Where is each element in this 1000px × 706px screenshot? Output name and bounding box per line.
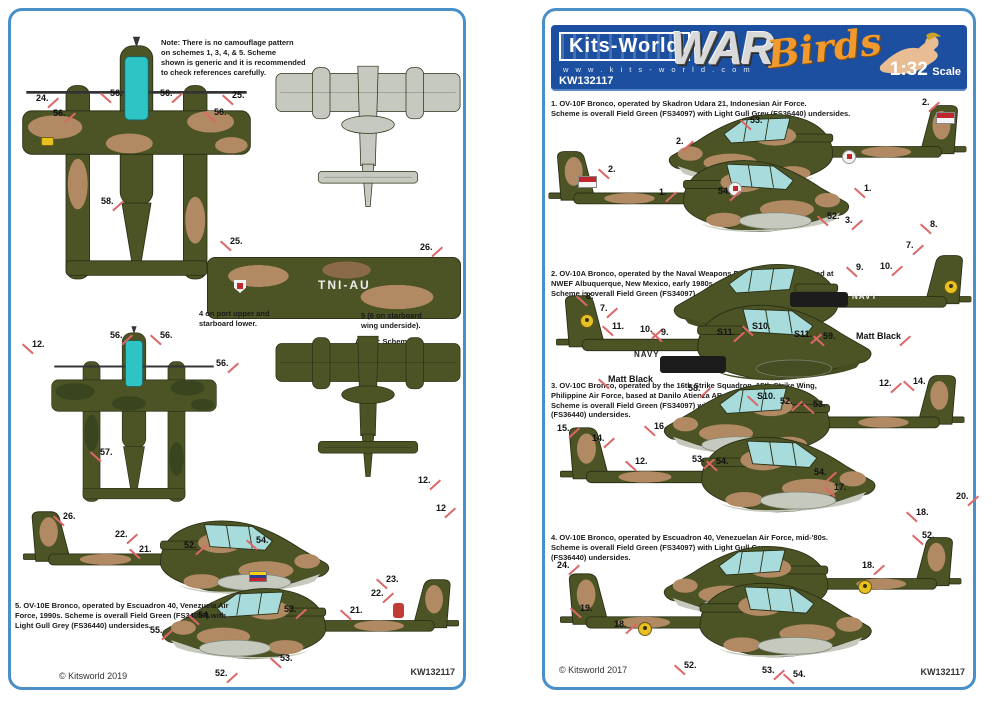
navy-titling: NAVY [852, 292, 878, 301]
right-copyright: © Kitsworld 2017 [559, 665, 628, 675]
birds-logo-text: Birds [764, 25, 884, 77]
header-code: KW132117 [559, 75, 614, 87]
right-sheet-code: KW132117 [920, 667, 965, 677]
underside-view-grey [273, 63, 463, 217]
indonesia-flag-icon [936, 112, 955, 124]
profile-scheme3-starboard [560, 424, 900, 528]
yellow-roundel-icon [944, 280, 958, 294]
camouflage-note: Note: There is no camouflage pattern on … [161, 38, 306, 78]
left-page: Note: There is no camouflage pattern on … [8, 8, 466, 690]
indonesia-flag-icon [578, 176, 597, 188]
matt-black-panel [660, 356, 726, 373]
indonesian-roundel-icon [234, 280, 246, 293]
starboard-wing-label: 5 (6 on starboard wing underside). [361, 311, 422, 330]
red-fin-marking [393, 603, 404, 618]
scheme1-caption: 1. OV-10F Bronco, operated by Skadron Ud… [551, 99, 851, 118]
yellow-decal-mark [41, 137, 54, 146]
yellow-roundel-icon [638, 622, 652, 636]
kits-world-logo: Kits-World [559, 32, 690, 61]
yellow-roundel-icon [580, 314, 594, 328]
scheme5-caption: 5. OV-10E Bronco, operated by Escuadron … [15, 601, 229, 630]
left-sheet-code: KW132117 [410, 667, 455, 677]
yellow-roundel-icon [858, 580, 872, 594]
pinup-figure-art [879, 32, 942, 74]
port-upper-label: 4 on port upper and starboard lower. [199, 309, 270, 328]
topview-scheme2-green [19, 325, 249, 521]
venezuela-flag-icon [249, 571, 267, 582]
left-copyright: © Kitsworld 2019 [59, 671, 128, 681]
tail-code-text: TNI-AU [318, 278, 371, 292]
profile-scheme2-starboard [556, 292, 896, 396]
profile-scheme4-starboard [560, 570, 896, 673]
indonesian-af-roundel-icon [842, 150, 856, 164]
matt-black-panel [790, 292, 848, 307]
kits-world-url: w w w . k i t s - w o r l d . c o m [563, 65, 753, 74]
navy-titling: NAVY [634, 350, 660, 359]
indonesian-af-roundel-icon [728, 182, 742, 196]
underside-view-green [273, 333, 463, 487]
war-logo-text: WAR [671, 25, 774, 74]
profile-scheme1-starboard [548, 148, 873, 247]
tni-au-fuselage-art: TNI-AU [207, 257, 461, 319]
header-banner: Kits-World w w w . k i t s - w o r l d .… [551, 25, 967, 91]
scale-label: 1:32 Scale [889, 59, 961, 80]
